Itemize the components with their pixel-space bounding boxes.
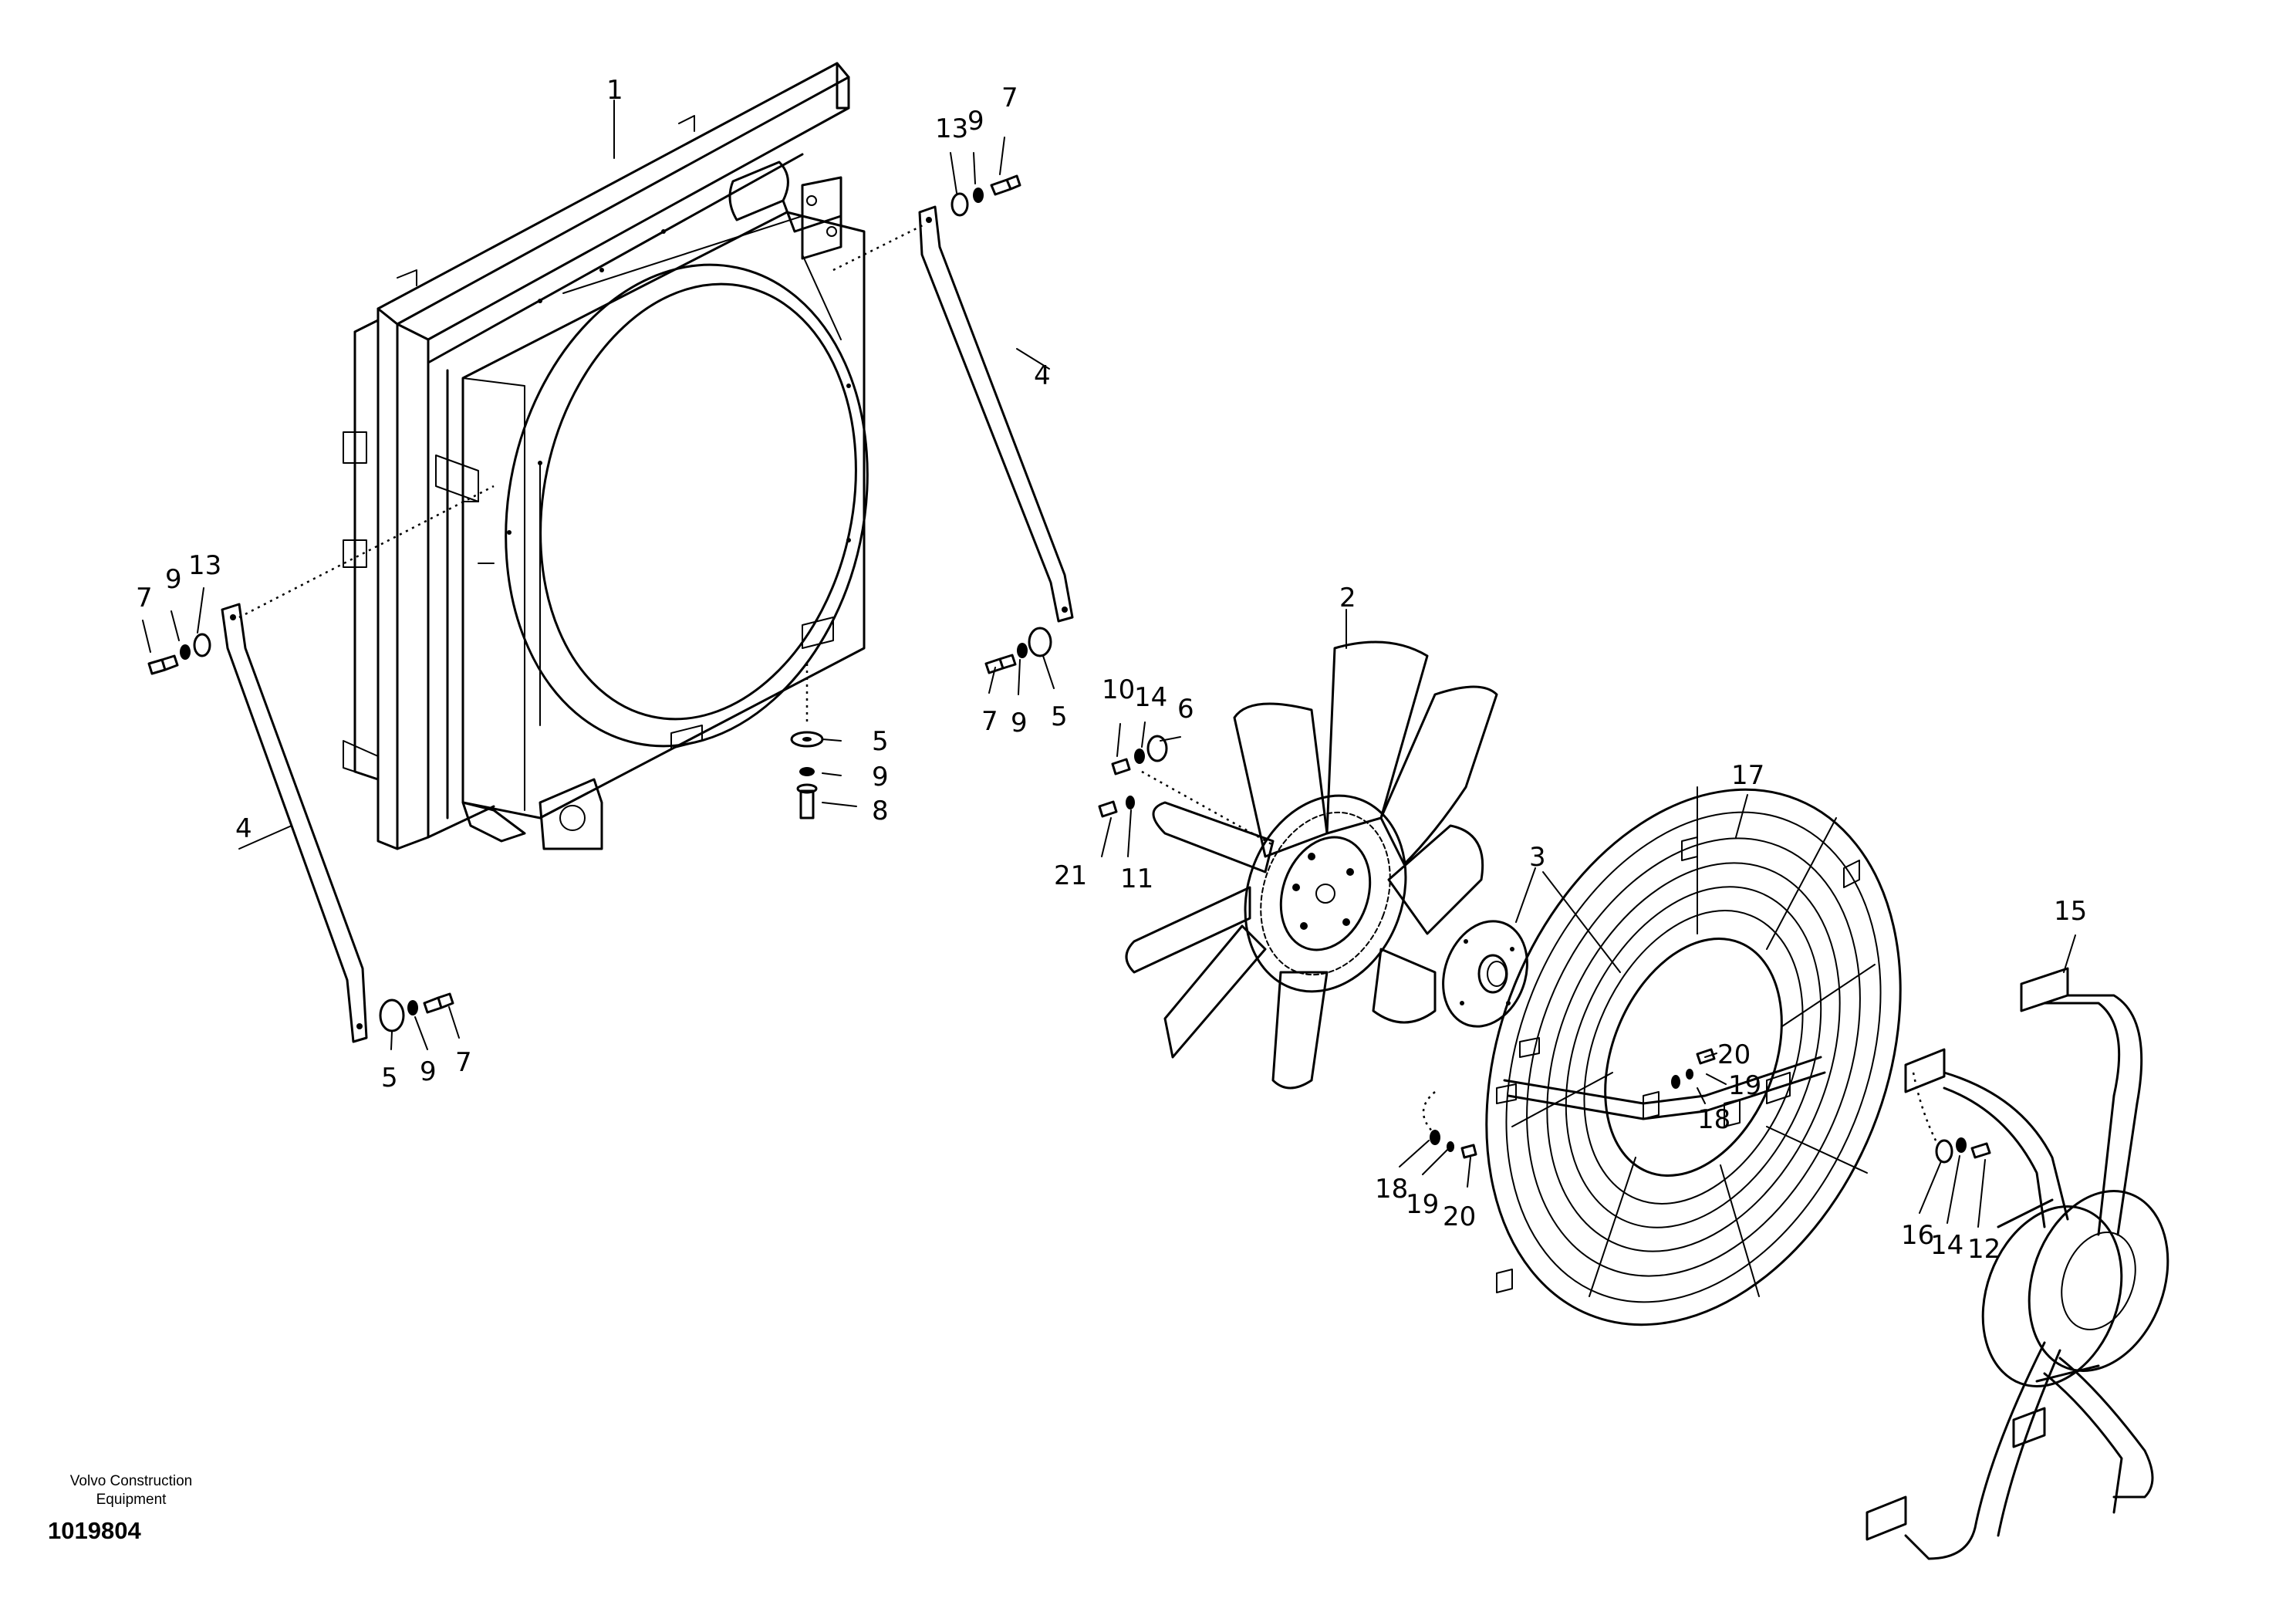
hardware-fan-hub [1098, 735, 1168, 818]
callout-leaders [142, 100, 2076, 1228]
callout-7-upper-left: 7 [136, 583, 153, 613]
callout-7-left-rod: 7 [455, 1047, 472, 1078]
callout-5-right-rod: 5 [1051, 701, 1068, 732]
callout-3: 3 [1529, 842, 1546, 873]
assembly-line-guard-bolt [1422, 1091, 1436, 1135]
callout-15: 15 [2054, 896, 2087, 927]
fan-spacer [1442, 920, 1528, 1028]
callout-18-lower: 18 [1375, 1174, 1408, 1205]
callout-21: 21 [1054, 860, 1087, 891]
cooling-fan [1125, 640, 1498, 1090]
callout-19-upper: 19 [1728, 1070, 1761, 1101]
assembly-line-right-rod [832, 222, 927, 272]
fan-guard-bracket [1866, 967, 2169, 1560]
callout-16: 16 [1901, 1220, 1934, 1251]
hardware-guard [1430, 1048, 1716, 1159]
callout-17: 17 [1731, 760, 1764, 791]
callout-5-bottom: 5 [872, 726, 889, 757]
callout-19-lower: 19 [1406, 1189, 1439, 1220]
callout-8: 8 [872, 796, 889, 826]
hardware-right-rod-lower [984, 627, 1052, 674]
callout-13-upper-left: 13 [188, 550, 221, 581]
callout-9-left-rod: 9 [420, 1056, 437, 1087]
callout-9-upper-left: 9 [165, 564, 182, 595]
callout-7-right-rod: 7 [981, 706, 998, 737]
callout-7-upper-right: 7 [1001, 83, 1018, 113]
callout-14-fan: 14 [1134, 682, 1167, 713]
callout-1: 1 [606, 75, 623, 106]
callout-9-right-rod: 9 [1011, 708, 1028, 738]
assembly-line-bracket-bolt [1912, 1072, 1938, 1143]
callout-18-upper: 18 [1697, 1104, 1730, 1135]
hardware-upper-right [950, 174, 1021, 217]
publisher-name-line-2: Equipment [96, 1492, 167, 1508]
callout-20-upper: 20 [1717, 1039, 1751, 1070]
callout-14-bracket: 14 [1930, 1230, 1963, 1261]
callout-10: 10 [1102, 674, 1135, 705]
radiator-assembly [343, 62, 869, 850]
callout-6: 6 [1177, 694, 1194, 725]
callout-2: 2 [1339, 583, 1356, 613]
callout-20-lower: 20 [1443, 1201, 1476, 1232]
stay-rod-left [221, 603, 368, 1043]
hardware-left-rod-lower [379, 992, 454, 1032]
callout-9-upper-right: 9 [967, 106, 984, 137]
hardware-bracket [1935, 1137, 1991, 1164]
stay-rod-right [918, 205, 1074, 623]
callout-11: 11 [1120, 863, 1153, 894]
drawing-number: 1019804 [48, 1517, 141, 1544]
callout-9-bottom: 9 [872, 762, 889, 792]
publisher-name-line-1: Volvo Construction [69, 1473, 193, 1489]
hardware-upper-left [147, 633, 211, 675]
callout-labels: 1 2 3 4 4 5 5 5 6 7 7 7 7 8 9 9 9 9 9 10… [136, 75, 2087, 1265]
fan-guard [1485, 786, 1902, 1326]
callout-12: 12 [1967, 1234, 2001, 1265]
hardware-bottom-mount [790, 731, 824, 819]
callout-4-left: 4 [235, 813, 252, 844]
callout-5-left-rod: 5 [381, 1063, 398, 1093]
callout-13-upper-right: 13 [935, 113, 968, 144]
callout-4-right: 4 [1034, 360, 1051, 391]
